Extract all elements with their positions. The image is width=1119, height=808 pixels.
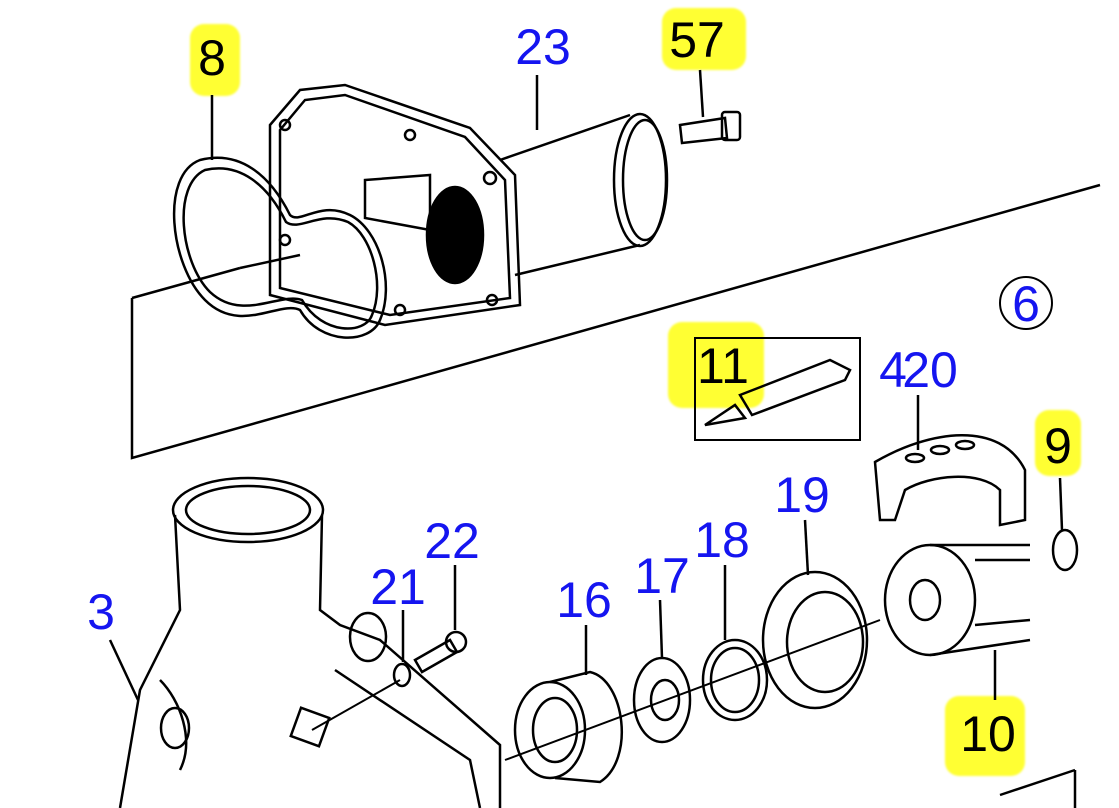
seal-16: [504, 619, 881, 784]
highlight-57: [662, 8, 746, 70]
callout-17: 17: [634, 548, 690, 604]
callout-23: 23: [515, 19, 571, 75]
kit-boundary: [130, 183, 1101, 808]
pump-body-3: [108, 476, 502, 808]
highlight-8: [190, 24, 240, 96]
highlight-11: [668, 322, 764, 408]
washer-21: [311, 610, 412, 731]
callout-16: 16: [556, 572, 612, 628]
o-ring-9: [1051, 528, 1079, 572]
highlight-9: [1035, 410, 1081, 476]
pump-cover-23: [239, 75, 669, 327]
callout-9: 9: [1044, 418, 1072, 474]
grease-tube-11: [694, 337, 861, 441]
callout-8: 8: [198, 30, 226, 86]
circlip-18: [701, 565, 769, 722]
callout-22: 22: [424, 513, 480, 569]
callout-4: 4: [879, 342, 907, 398]
screw-57: [678, 69, 742, 145]
callout-3: 3: [87, 584, 115, 640]
impeller-10: [883, 543, 1031, 700]
washer-17: [632, 599, 692, 744]
callout-11: 11: [697, 338, 749, 394]
callout-19: 19: [774, 467, 830, 523]
kit-circle-6: [999, 276, 1053, 330]
callout-10: 10: [960, 706, 1016, 762]
callout-21: 21: [370, 559, 426, 615]
cam-20: [873, 395, 1027, 527]
screw-22: [413, 565, 468, 674]
wear-plate-19: [761, 519, 869, 710]
callout-20: 20: [902, 342, 958, 398]
callout-18: 18: [694, 512, 750, 568]
callout-57: 57: [669, 12, 725, 68]
highlight-10: [945, 696, 1025, 776]
callout-6: 6: [1012, 276, 1040, 332]
